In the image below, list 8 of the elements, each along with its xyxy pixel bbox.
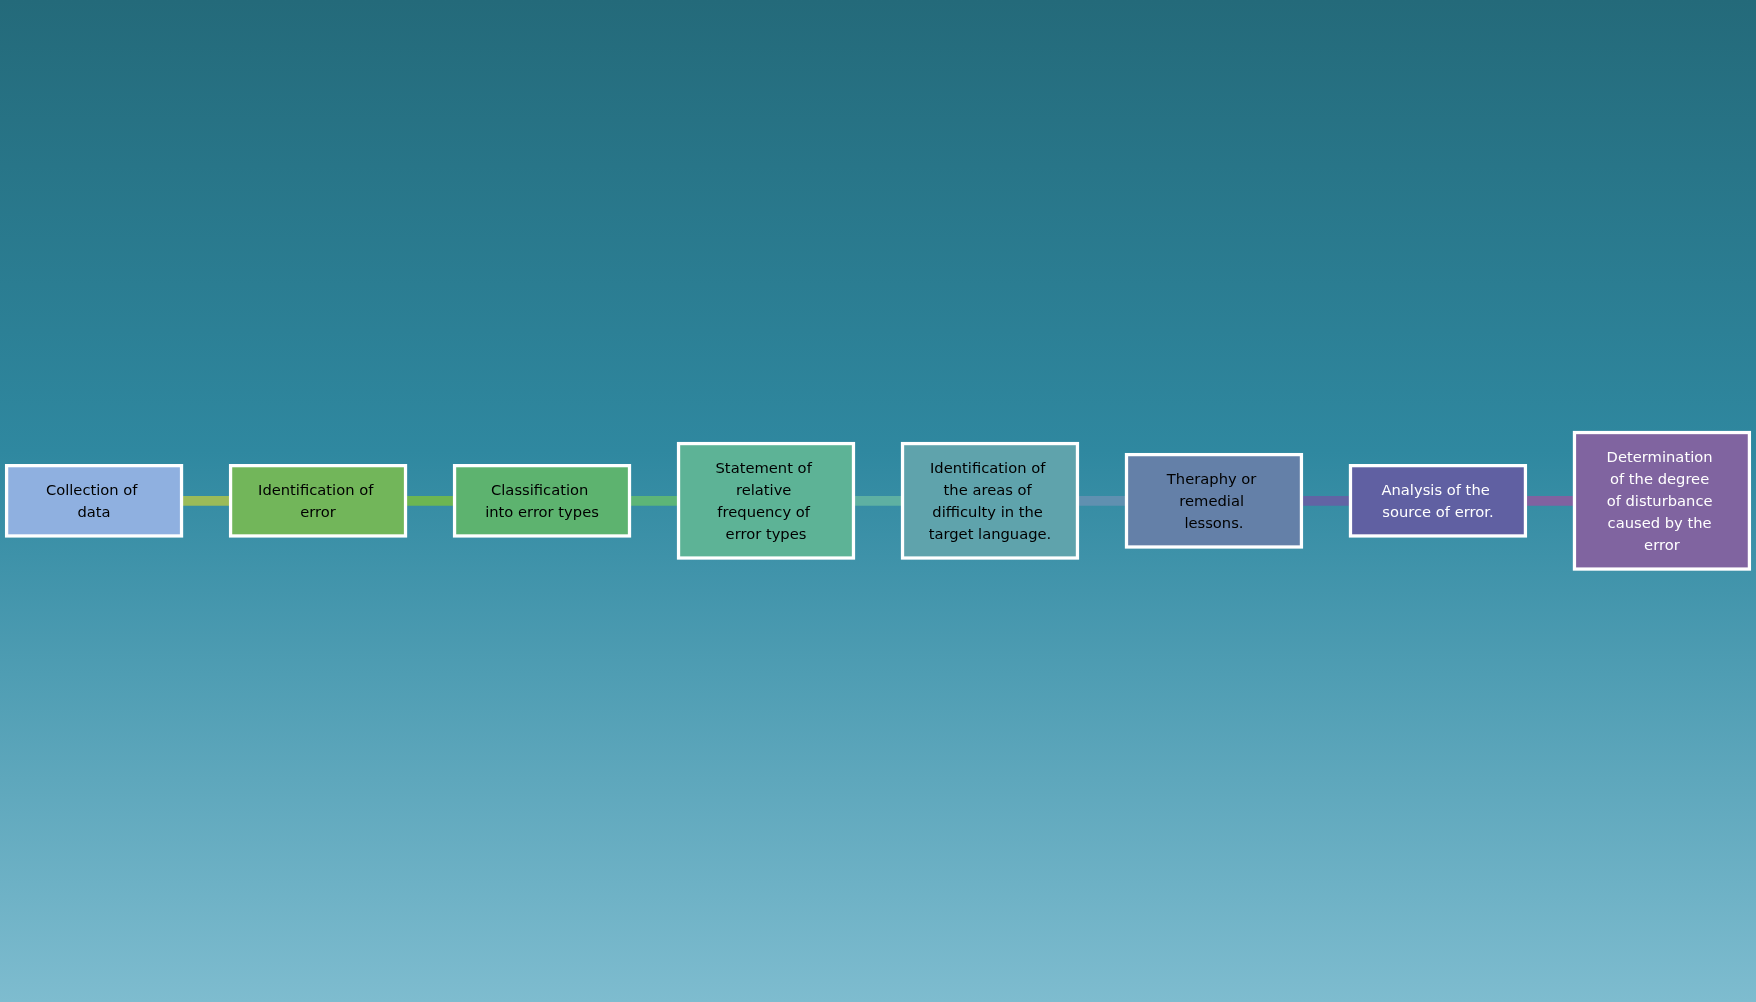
node-box: Identification of the areas of difficulty in the target language. — [900, 442, 1080, 560]
node-box: Determination of the degree of disturbance caused by the error — [1572, 431, 1752, 571]
node-box: Theraphy or remedial lessons. — [1124, 453, 1304, 549]
node-box: Statement of relative frequency of error types — [676, 442, 856, 560]
node-box: Classification into error types — [452, 464, 632, 538]
node-box: Collection of data — [4, 464, 184, 538]
node-box: Analysis of the source of error. — [1348, 464, 1528, 538]
node-box: Identification of error — [228, 464, 408, 538]
